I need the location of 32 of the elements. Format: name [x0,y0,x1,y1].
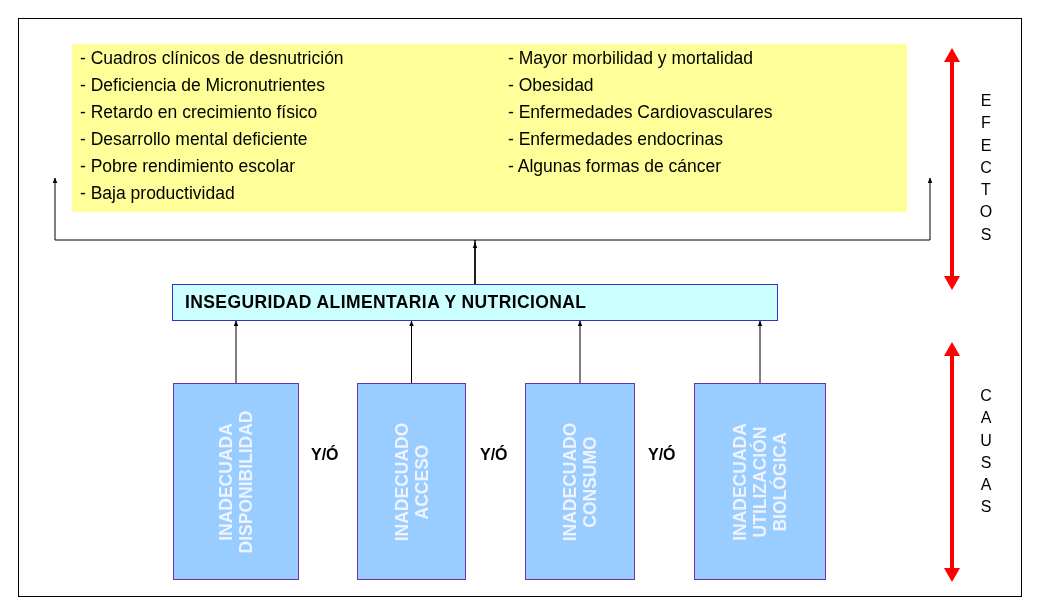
list-item: - Algunas formas de cáncer [508,155,722,178]
list-item: - Baja productividad [80,182,235,205]
list-item: - Mayor morbilidad y mortalidad [508,47,754,70]
arrow [409,320,414,384]
connector-word: Y/Ó [311,446,339,464]
list-item: - Desarrollo mental deficiente [80,128,308,151]
cause-box [525,383,635,580]
list-item: - Retardo en crecimiento físico [80,101,318,124]
cause-label: INADECUADO CONSUMO [560,421,600,543]
side-heading: CAUSAS [979,386,993,518]
arrow [474,177,933,285]
cause-label: INADECUADO ACCESO [391,421,432,543]
arrow [233,320,239,384]
cause-box [173,383,299,580]
central-box [172,284,778,321]
connector-word: Y/Ó [648,446,676,464]
cause-box [694,383,826,580]
list-item: - Enfermedades Cardiovasculares [508,101,773,124]
cause-label: INADECUADA DISPONIBILIDAD [216,409,256,555]
connector-word: Y/Ó [480,446,508,464]
list-item: - Cuadros clínicos de desnutrición [80,47,344,70]
list-item: - Pobre rendimiento escolar [80,155,295,178]
effects-box [72,44,907,212]
side-heading: EFECTOS [978,91,994,245]
list-item: - Enfermedades endocrinas [508,128,723,151]
arrow [757,320,763,384]
cause-box [357,383,466,580]
list-item: - Deficiencia de Micronutrientes [80,74,326,97]
list-item: - Obesidad [508,74,594,97]
node-title: INSEGURIDAD ALIMENTARIA Y NUTRICIONAL [185,292,587,313]
arrow [577,320,583,384]
cause-label: INADECUADA UTILIZACIÓN BIOLÓGICA [730,421,790,543]
